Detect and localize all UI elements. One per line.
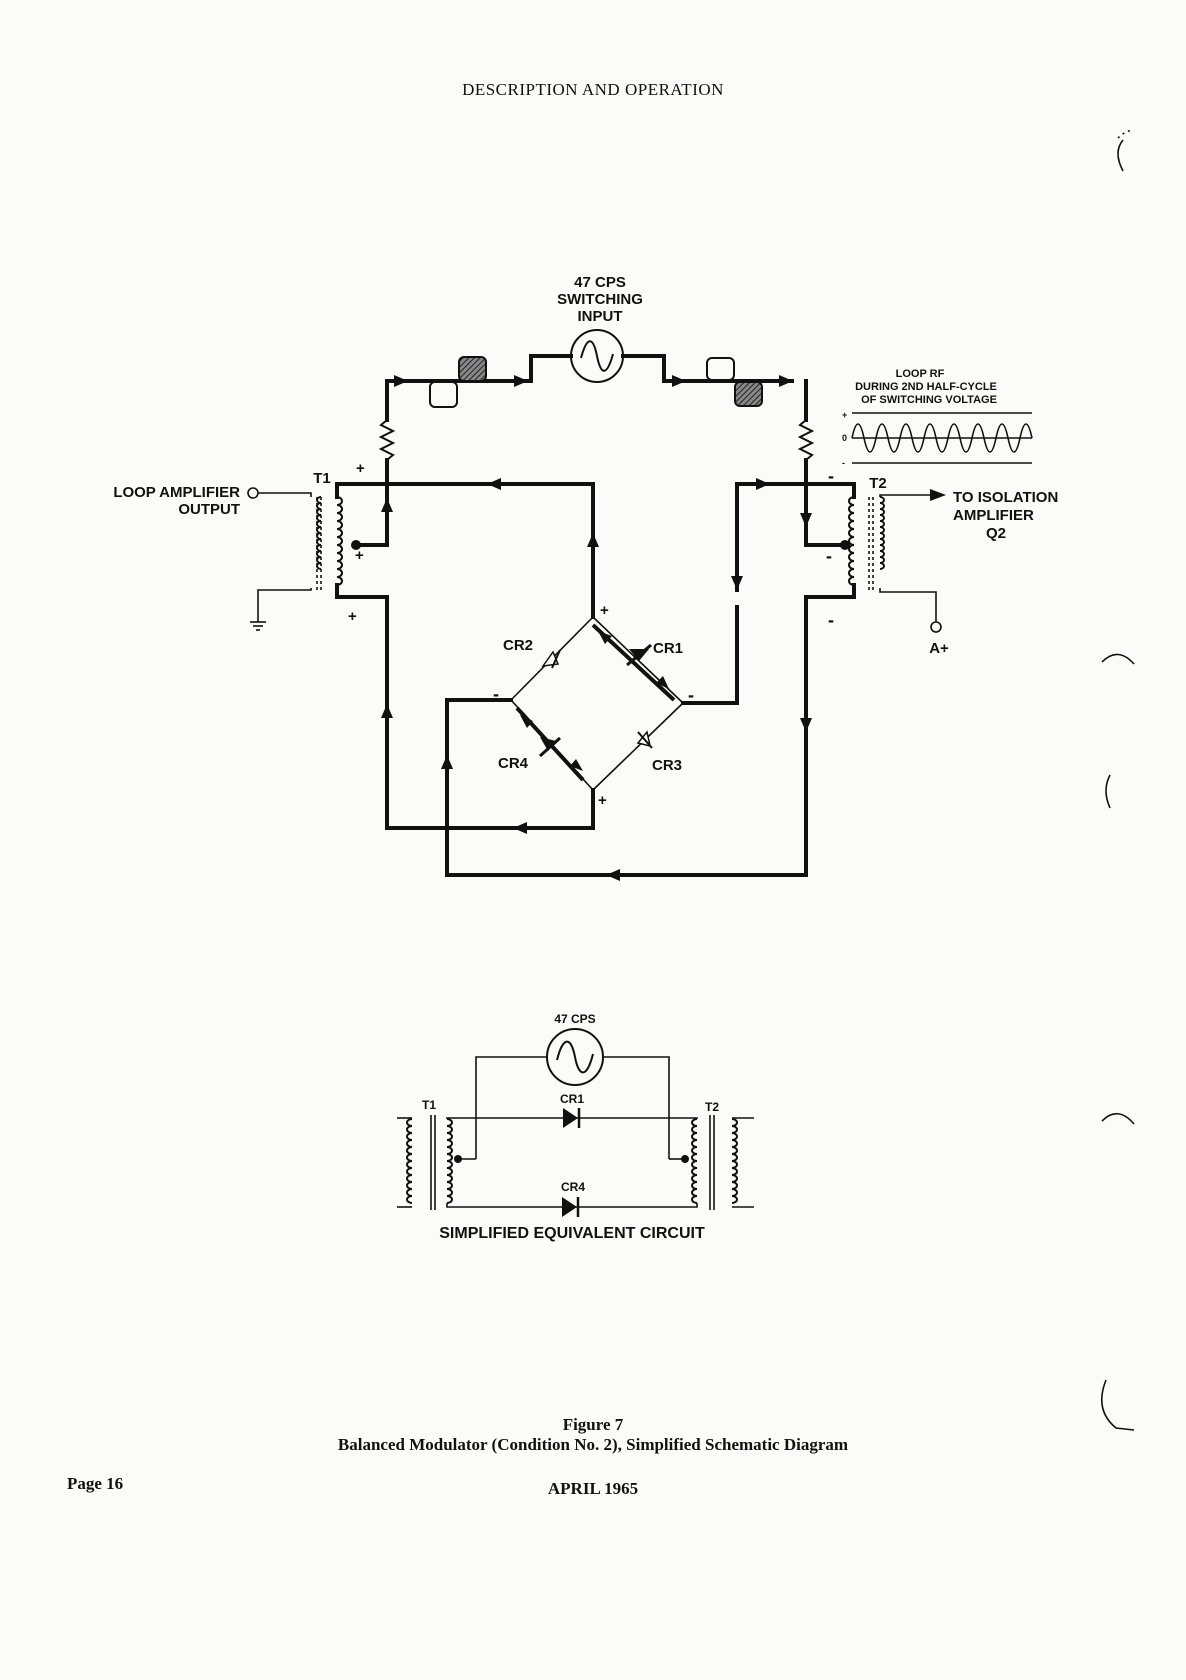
polarity-mark: +: [598, 792, 607, 809]
resistor-right: [797, 419, 815, 461]
switch-contact-right: [706, 357, 763, 407]
input-label-line2: OUTPUT: [178, 501, 240, 518]
source-label-line3: INPUT: [578, 308, 623, 325]
diode-cr3: [636, 730, 653, 749]
waveform-inset: LOOP RF DURING 2ND HALF-CYCLE OF SWITCHI…: [842, 368, 1033, 468]
waveform-tick-plus: +: [842, 410, 847, 420]
diode-cr2: [541, 649, 561, 669]
diode-cr1: [626, 643, 652, 667]
cr1-label: CR1: [653, 640, 683, 657]
figure-number: Figure 7: [562, 1415, 624, 1434]
transformer-t2: [840, 496, 885, 590]
eq-cr4-label: CR4: [561, 1180, 585, 1194]
waveform-tick-zero: 0: [842, 433, 847, 443]
switch-contact-left: [429, 356, 487, 408]
diode-cr4: [538, 736, 562, 758]
equivalent-circuit: 47 CPS T1 T2: [397, 1012, 754, 1242]
waveform-label-line2: DURING 2ND HALF-CYCLE: [855, 381, 997, 393]
binder-hole-marks: [1100, 129, 1135, 1431]
figure-title: Balanced Modulator (Condition No. 2), Si…: [337, 1435, 849, 1454]
page-date: APRIL 1965: [547, 1479, 639, 1498]
output-label-line1: TO ISOLATION: [953, 489, 1058, 506]
polarity-mark: -: [826, 546, 832, 566]
input-label-line1: LOOP AMPLIFIER: [113, 484, 240, 501]
t1-label: T1: [313, 470, 331, 487]
eq-transformer-t2: [681, 1115, 754, 1210]
eq-diode-cr4: [562, 1197, 580, 1217]
eq-circuit-title: SIMPLIFIED EQUIVALENT CIRCUIT: [439, 1225, 705, 1242]
t2-label: T2: [869, 475, 887, 492]
polarity-mark: -: [688, 685, 694, 705]
cr4-label: CR4: [498, 755, 529, 772]
eq-source-label: 47 CPS: [554, 1012, 595, 1026]
ground-symbol: [250, 621, 266, 631]
supply-label: A+: [929, 640, 949, 657]
output-label-line2: AMPLIFIER: [953, 507, 1034, 524]
eq-diode-cr1: [563, 1108, 581, 1128]
eq-cr1-label: CR1: [560, 1092, 584, 1106]
polarity-mark: -: [828, 610, 834, 630]
waveform-label-line3: OF SWITCHING VOLTAGE: [861, 394, 997, 406]
main-schematic: 47 CPS SWITCHING INPUT: [113, 274, 1058, 881]
source-label-line2: SWITCHING: [557, 291, 643, 308]
cr3-label: CR3: [652, 757, 682, 774]
polarity-mark: -: [828, 466, 834, 486]
source-label-line1: 47 CPS: [574, 274, 626, 291]
eq-ac-source-symbol: [546, 1028, 604, 1086]
page-number: Page 16: [67, 1474, 124, 1493]
cr2-label: CR2: [503, 637, 533, 654]
polarity-mark: +: [355, 547, 364, 564]
eq-transformer-t1: [397, 1115, 462, 1210]
eq-t2-label: T2: [705, 1100, 719, 1114]
output-label-line3: Q2: [986, 525, 1006, 542]
polarity-mark: +: [600, 602, 609, 619]
page-header: DESCRIPTION AND OPERATION: [462, 80, 724, 99]
polarity-mark: +: [348, 608, 357, 625]
polarity-mark: -: [493, 684, 499, 704]
ac-source-symbol: [570, 329, 624, 383]
resistor-left: [378, 419, 396, 461]
polarity-mark: +: [356, 460, 365, 477]
waveform-label-line1: LOOP RF: [896, 368, 945, 380]
eq-t1-label: T1: [422, 1098, 436, 1112]
transformer-t1: [316, 496, 361, 590]
waveform-tick-minus: -: [842, 458, 845, 468]
